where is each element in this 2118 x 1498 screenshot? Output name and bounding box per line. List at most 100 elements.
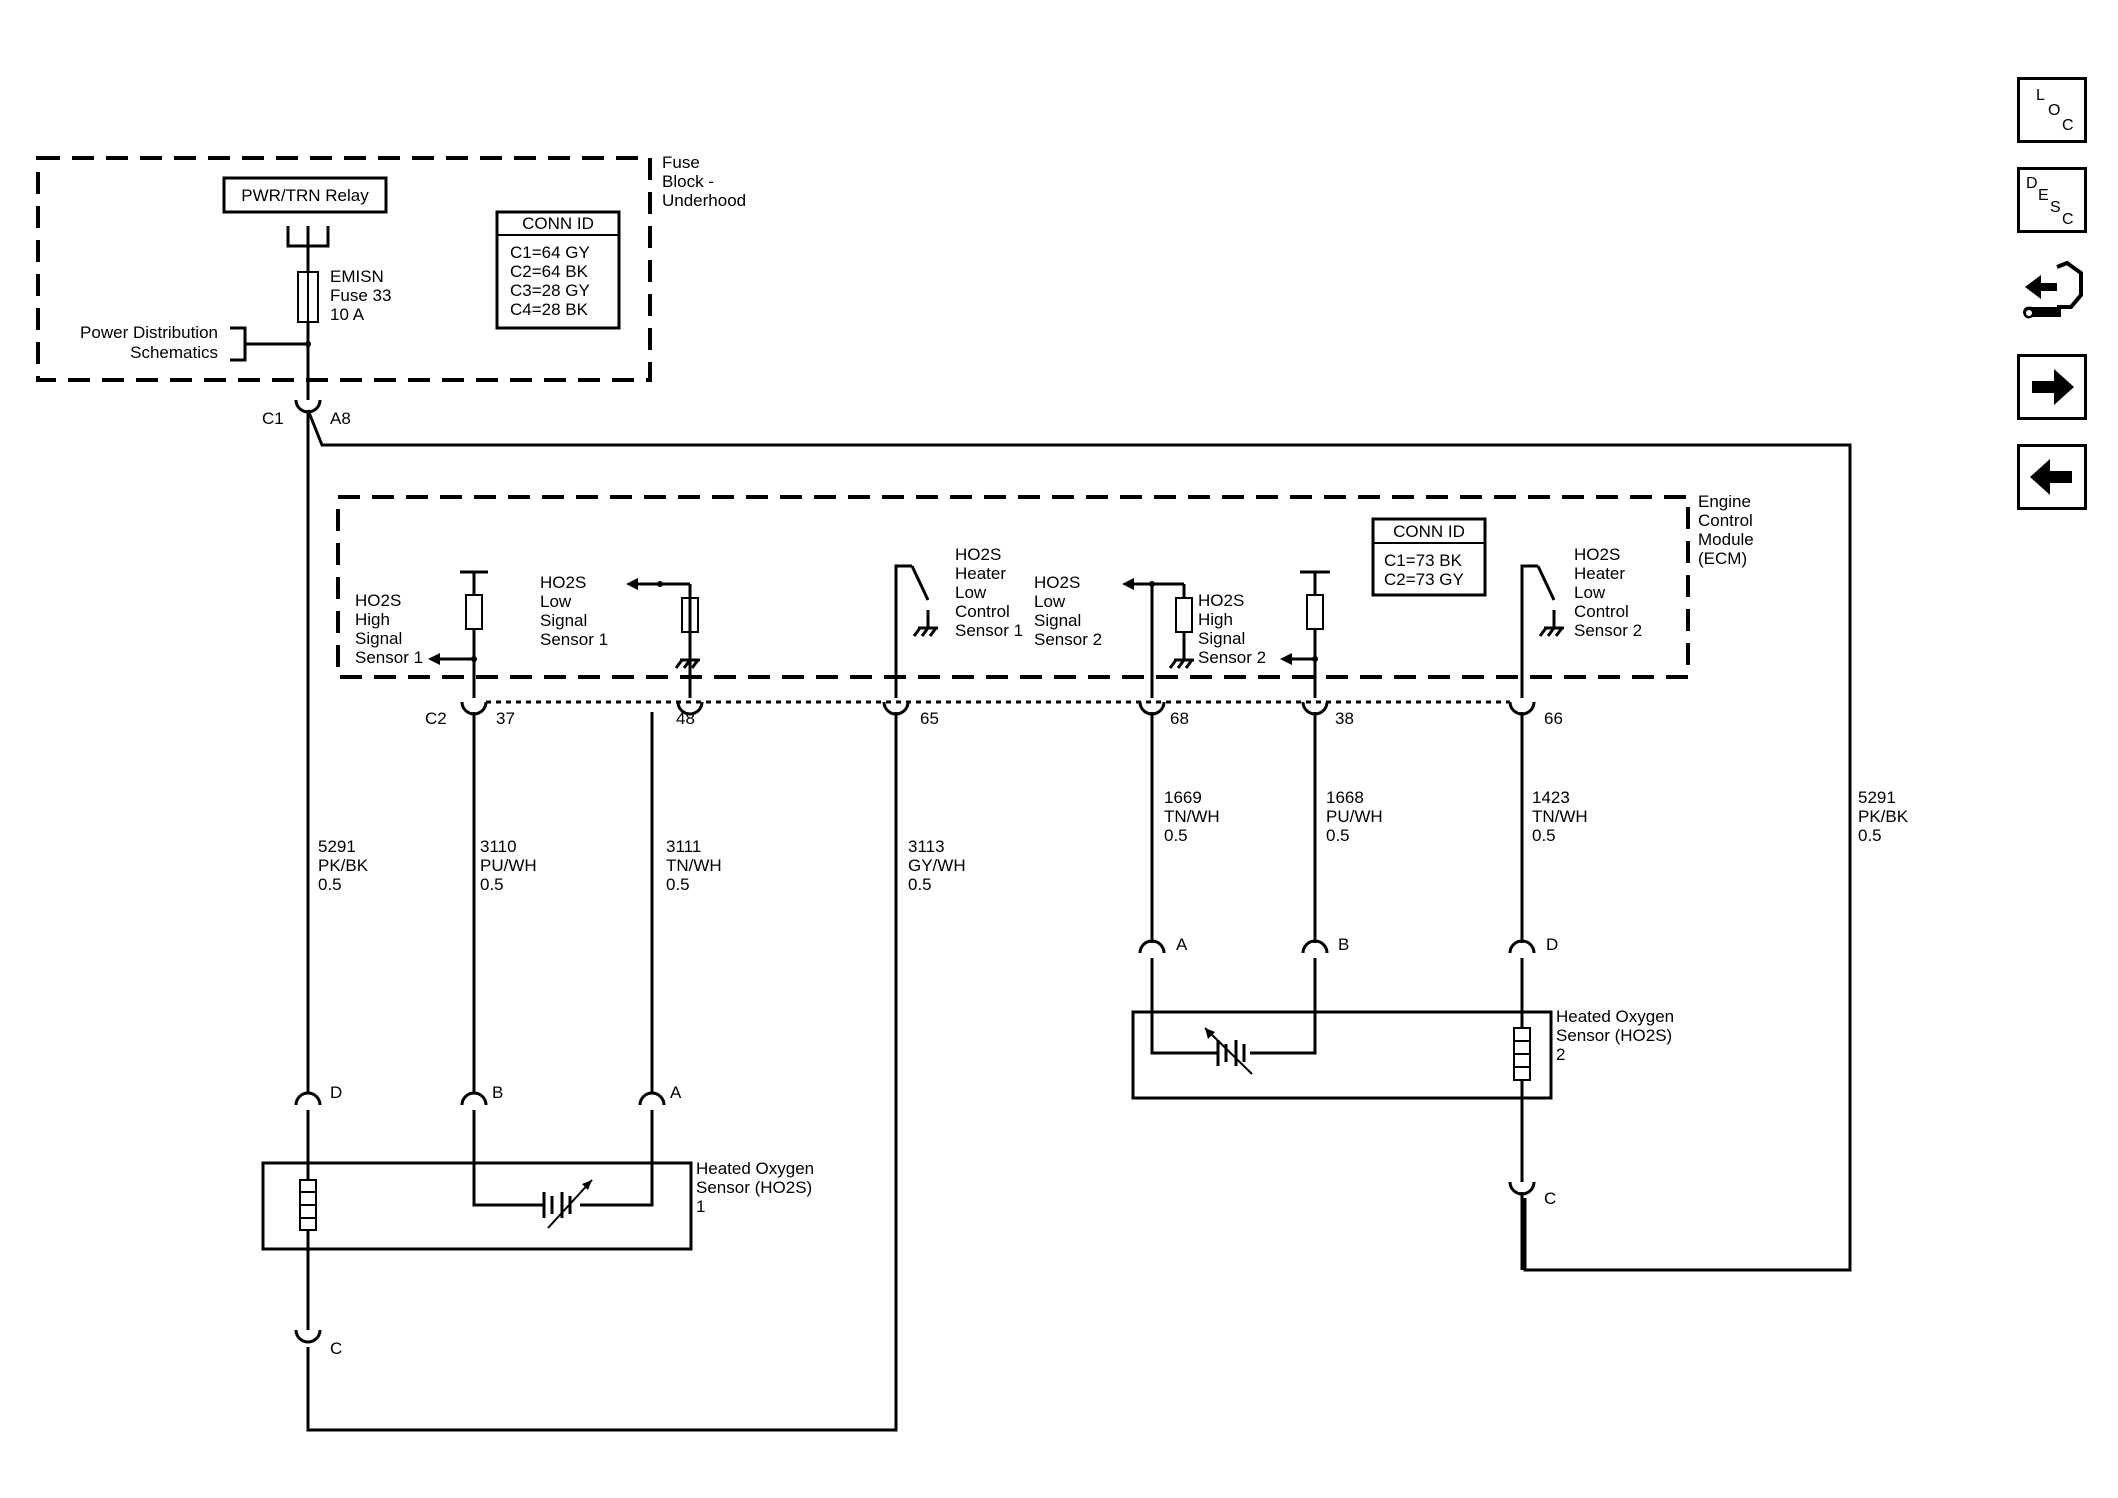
- c2-label: C2: [425, 709, 447, 728]
- svg-text:66: 66: [1544, 709, 1563, 728]
- fuse-block-label-3: Underhood: [662, 191, 746, 210]
- sensor1-pin-c-conn: [294, 1329, 322, 1344]
- wire-3113: [306, 712, 898, 1432]
- fuse-conn-id-title: CONN ID: [522, 214, 594, 233]
- wire-3111-gauge: 0.5: [666, 875, 690, 894]
- ecm-signal-4-line-1: HO2S: [1034, 573, 1080, 592]
- sensor1-signal-loop: [472, 1125, 654, 1207]
- wire-3111-color: TN/WH: [666, 856, 722, 875]
- svg-text:L: L: [2036, 87, 2045, 104]
- ecm-conn-id-title: CONN ID: [1393, 522, 1465, 541]
- connector-tool-icon: [2023, 260, 2083, 319]
- ecm-signal-3-line-5: Sensor 1: [955, 621, 1023, 640]
- sensor2-label-1: Heated Oxygen: [1556, 1007, 1674, 1026]
- sensor1-connectors: [294, 1091, 666, 1125]
- wire-3111-num: 3111: [666, 837, 701, 856]
- ecm-signal-3-line-1: HO2S: [955, 545, 1001, 564]
- connector-tool-icon-button[interactable]: [2017, 255, 2087, 335]
- ecm-conn-id-box: [1371, 517, 1487, 597]
- sensor2-label-2: Sensor (HO2S): [1556, 1026, 1672, 1045]
- ecm-signal-6-line-5: Sensor 2: [1574, 621, 1642, 640]
- next-page-arrow-button[interactable]: [2017, 354, 2087, 420]
- wire-3113-num: 3113: [908, 837, 945, 856]
- sensor1-heater-coil: [300, 1191, 316, 1219]
- fuse-block-boundary: [36, 156, 652, 382]
- wire-1669-num: 1669: [1164, 788, 1202, 807]
- wire-5291-right: [306, 409, 1852, 1272]
- relay-box: [222, 176, 388, 214]
- svg-text:38: 38: [1335, 709, 1354, 728]
- c1-label: C1: [262, 409, 284, 428]
- sensor1-cell: [542, 1192, 572, 1218]
- sensor2-pin-d: D: [1546, 935, 1558, 954]
- arrow-right-icon: [2032, 369, 2074, 405]
- ecm-signal-5-line-3: Signal: [1198, 629, 1245, 648]
- svg-text:D: D: [2026, 175, 2038, 192]
- ecm-signal-5-line-4: Sensor 2: [1198, 648, 1266, 667]
- ecm-signal-5-line-2: High: [1198, 610, 1233, 629]
- c2-pin-66: 66: [1508, 701, 1563, 728]
- ecm-signal-1-line-1: HO2S: [355, 591, 401, 610]
- ecm-label-4: (ECM): [1698, 549, 1747, 568]
- arrow-left-icon: [2030, 459, 2072, 495]
- svg-text:48: 48: [676, 709, 695, 728]
- fuse-label-3: 10 A: [330, 305, 365, 324]
- wire-5291-r-color: PK/BK: [1858, 807, 1909, 826]
- wire-1668-num: 1668: [1326, 788, 1364, 807]
- previous-page-arrow-button[interactable]: [2017, 444, 2087, 510]
- relay-label: PWR/TRN Relay: [241, 186, 369, 205]
- ecm-signal-5-line-1: HO2S: [1198, 591, 1244, 610]
- wire-5291-color: PK/BK: [318, 856, 369, 875]
- ecm-signal-2-line-1: HO2S: [540, 573, 586, 592]
- c2-pin-37: 37: [460, 701, 515, 728]
- sensor1-label-2: Sensor (HO2S): [696, 1178, 812, 1197]
- ecm-signal-4-line-4: Sensor 2: [1034, 630, 1102, 649]
- fuse-conn-id-1: C1=64 GY: [510, 243, 590, 262]
- signal-2-node: [657, 581, 663, 587]
- signal-5-node: [1312, 656, 1318, 662]
- power-dist-label-2: Schematics: [130, 343, 218, 362]
- description-icon-button[interactable]: D E S C: [2017, 167, 2087, 233]
- svg-text:S: S: [2050, 199, 2061, 216]
- ecm-label-3: Module: [1698, 530, 1754, 549]
- signal-4-ground: [1168, 632, 1194, 669]
- ecm-signal-4-line-3: Signal: [1034, 611, 1081, 630]
- sensor1-label-3: 1: [696, 1197, 705, 1216]
- svg-text:65: 65: [920, 709, 939, 728]
- wire-1668-color: PU/WH: [1326, 807, 1383, 826]
- heater-1-driver-line: [894, 564, 912, 698]
- wire-5291-gauge: 0.5: [318, 875, 342, 894]
- heater-2-driver-line: [1520, 564, 1538, 698]
- heater-1-switch: [910, 565, 938, 637]
- wire-1423-num: 1423: [1532, 788, 1570, 807]
- location-icon-button[interactable]: L O C: [2017, 77, 2087, 143]
- ecm-signal-6-line-3: Low: [1574, 583, 1606, 602]
- wire-3110-color: PU/WH: [480, 856, 537, 875]
- ecm-signal-4-line-2: Low: [1034, 592, 1066, 611]
- ecm-signal-6-line-4: Control: [1574, 602, 1629, 621]
- wire-1423-color: TN/WH: [1532, 807, 1588, 826]
- fuse-block-label-2: Block -: [662, 172, 714, 191]
- fuse-label-2: Fuse 33: [330, 286, 391, 305]
- fuse-conn-id-3: C3=28 GY: [510, 281, 590, 300]
- fuse-conn-id-4: C4=28 BK: [510, 300, 589, 319]
- wire-1668-gauge: 0.5: [1326, 826, 1350, 845]
- sensor2-heater-coil: [1514, 1040, 1530, 1068]
- signal-2-arrow: [626, 578, 638, 590]
- ecm-signal-3-line-2: Heater: [955, 564, 1006, 583]
- wire-3110-gauge: 0.5: [480, 875, 504, 894]
- c2-pin-68: 68: [1138, 701, 1189, 728]
- ref-voltage-symbol-1: [460, 570, 488, 595]
- sensor2-label-3: 2: [1556, 1045, 1565, 1064]
- svg-text:37: 37: [496, 709, 515, 728]
- signal-2-ground: [674, 632, 700, 669]
- ecm-signal-3-line-4: Control: [955, 602, 1010, 621]
- ecm-signal-6-line-1: HO2S: [1574, 545, 1620, 564]
- wire-5291-r-gauge: 0.5: [1858, 826, 1882, 845]
- ecm-signal-2-line-3: Signal: [540, 611, 587, 630]
- sensor1-pin-c: C: [330, 1339, 342, 1358]
- ecm-signal-2-line-2: Low: [540, 592, 572, 611]
- wire-5291-num: 5291: [318, 837, 356, 856]
- resistor-4: [1175, 597, 1193, 633]
